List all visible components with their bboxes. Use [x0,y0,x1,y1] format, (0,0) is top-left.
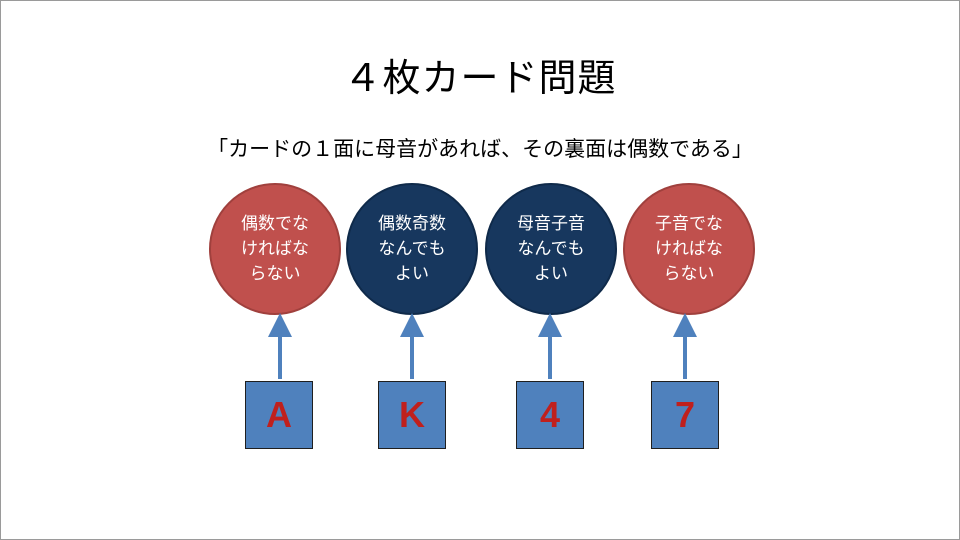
card-7[interactable]: 7 [651,381,719,449]
card-a[interactable]: A [245,381,313,449]
condition-circle-4: 母音子音なんでもよい [485,183,617,315]
condition-text-a: 偶数でなければならない [241,213,309,284]
card-4[interactable]: 4 [516,381,584,449]
slide-title: ４枚カード問題 [343,56,617,100]
card-k[interactable]: K [378,381,446,449]
rule-statement: 「カードの１面に母音があれば、その裏面は偶数である」 [207,137,753,161]
condition-circle-a: 偶数でなければならない [209,183,341,315]
condition-circle-k: 偶数奇数なんでもよい [346,183,478,315]
condition-text-7: 子音でなければならない [655,213,723,284]
condition-text-4: 母音子音なんでもよい [517,213,585,284]
condition-text-k: 偶数奇数なんでもよい [378,213,446,284]
